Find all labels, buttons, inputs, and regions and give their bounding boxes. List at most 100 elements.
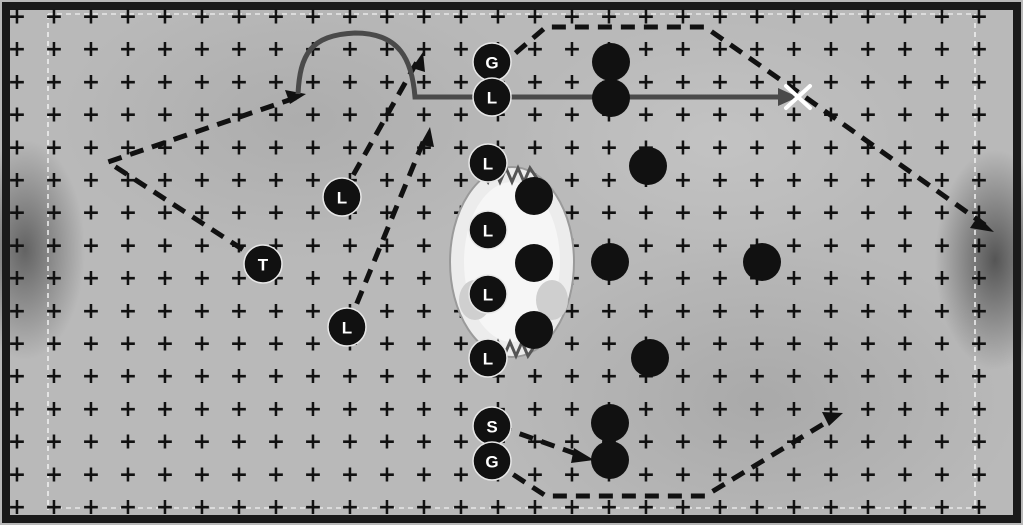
grid-cross: + <box>933 5 951 30</box>
grid-cross: + <box>119 397 137 422</box>
grid-cross: + <box>563 103 581 128</box>
grid-cross: + <box>378 430 396 455</box>
grid-cross: + <box>970 168 988 193</box>
grid-cross: + <box>748 201 766 226</box>
grid-cross: + <box>45 430 63 455</box>
grid-cross: + <box>45 266 63 291</box>
defender-piece[interactable] <box>515 177 553 215</box>
grid-cross: + <box>8 462 26 487</box>
grid-cross: + <box>156 266 174 291</box>
grid-cross: + <box>933 364 951 389</box>
grid-cross: + <box>526 495 544 520</box>
grid-cross: + <box>415 168 433 193</box>
grid-cross: + <box>970 103 988 128</box>
grid-cross: + <box>119 135 137 160</box>
grid-cross: + <box>933 430 951 455</box>
grid-cross: + <box>304 364 322 389</box>
grid-cross: + <box>119 462 137 487</box>
attacker-piece-l[interactable]: L <box>469 144 507 182</box>
grid-cross: + <box>970 299 988 324</box>
attacker-piece-s[interactable]: S <box>473 407 511 445</box>
piece-label: S <box>486 418 497 437</box>
attacker-piece-l[interactable]: L <box>469 211 507 249</box>
grid-cross: + <box>526 397 544 422</box>
defender-piece[interactable] <box>743 243 781 281</box>
grid-cross: + <box>711 430 729 455</box>
grid-cross: + <box>822 332 840 357</box>
grid-cross: + <box>45 201 63 226</box>
grid-cross: + <box>674 397 692 422</box>
grid-cross: + <box>859 103 877 128</box>
grid-cross: + <box>526 364 544 389</box>
grid-cross: + <box>933 462 951 487</box>
grid-cross: + <box>82 266 100 291</box>
grid-cross: + <box>156 364 174 389</box>
grid-cross: + <box>230 37 248 62</box>
defender-piece[interactable] <box>591 404 629 442</box>
attacker-piece-l[interactable]: L <box>328 308 366 346</box>
grid-cross: + <box>452 168 470 193</box>
defender-piece[interactable] <box>515 244 553 282</box>
attacker-piece-l[interactable]: L <box>469 275 507 313</box>
grid-cross: + <box>822 299 840 324</box>
grid-cross: + <box>82 430 100 455</box>
grid-cross: + <box>896 462 914 487</box>
defender-piece[interactable] <box>592 79 630 117</box>
grid-cross: + <box>563 135 581 160</box>
grid-cross: + <box>859 332 877 357</box>
grid-cross: + <box>82 299 100 324</box>
grid-cross: + <box>341 430 359 455</box>
defender-piece[interactable] <box>591 441 629 479</box>
attacker-piece-t[interactable]: T <box>244 245 282 283</box>
grid-cross: + <box>637 462 655 487</box>
grid-cross: + <box>230 462 248 487</box>
grid-cross: + <box>378 462 396 487</box>
attacker-piece-g[interactable]: G <box>473 43 511 81</box>
grid-cross: + <box>859 462 877 487</box>
grid-cross: + <box>933 266 951 291</box>
grid-cross: + <box>304 168 322 193</box>
grid-cross: + <box>193 364 211 389</box>
grid-cross: + <box>637 70 655 95</box>
grid-cross: + <box>378 364 396 389</box>
defender-piece[interactable] <box>631 339 669 377</box>
attacker-piece-l[interactable]: L <box>323 178 361 216</box>
defender-piece[interactable] <box>515 311 553 349</box>
grid-cross: + <box>896 168 914 193</box>
grid-cross: + <box>526 37 544 62</box>
attacker-piece-g[interactable]: G <box>473 442 511 480</box>
grid-cross: + <box>8 299 26 324</box>
grid-cross: + <box>711 37 729 62</box>
grid-cross: + <box>82 37 100 62</box>
grid-cross: + <box>8 201 26 226</box>
grid-cross: + <box>933 397 951 422</box>
grid-cross: + <box>230 397 248 422</box>
grid-cross: + <box>415 201 433 226</box>
attacker-piece-l[interactable]: L <box>469 339 507 377</box>
grid-cross: + <box>415 103 433 128</box>
grid-cross: + <box>785 201 803 226</box>
grid-cross: + <box>378 397 396 422</box>
grid-cross: + <box>119 70 137 95</box>
grid-cross: + <box>674 70 692 95</box>
grid-cross: + <box>822 168 840 193</box>
defender-piece[interactable] <box>591 243 629 281</box>
grid-cross: + <box>304 462 322 487</box>
grid-cross: + <box>933 168 951 193</box>
attacker-piece-l[interactable]: L <box>473 78 511 116</box>
grid-cross: + <box>896 201 914 226</box>
grid-cross: + <box>378 299 396 324</box>
grid-cross: + <box>45 103 63 128</box>
grid-cross: + <box>674 430 692 455</box>
defender-piece[interactable] <box>629 147 667 185</box>
grid-cross: + <box>267 299 285 324</box>
defender-piece[interactable] <box>592 43 630 81</box>
grid-cross: + <box>637 430 655 455</box>
grid-cross: + <box>304 201 322 226</box>
grid-cross: + <box>193 266 211 291</box>
grid-cross: + <box>119 430 137 455</box>
grid-cross: + <box>748 5 766 30</box>
grid-cross: + <box>45 37 63 62</box>
grid-cross: + <box>711 299 729 324</box>
grid-cross: + <box>193 103 211 128</box>
